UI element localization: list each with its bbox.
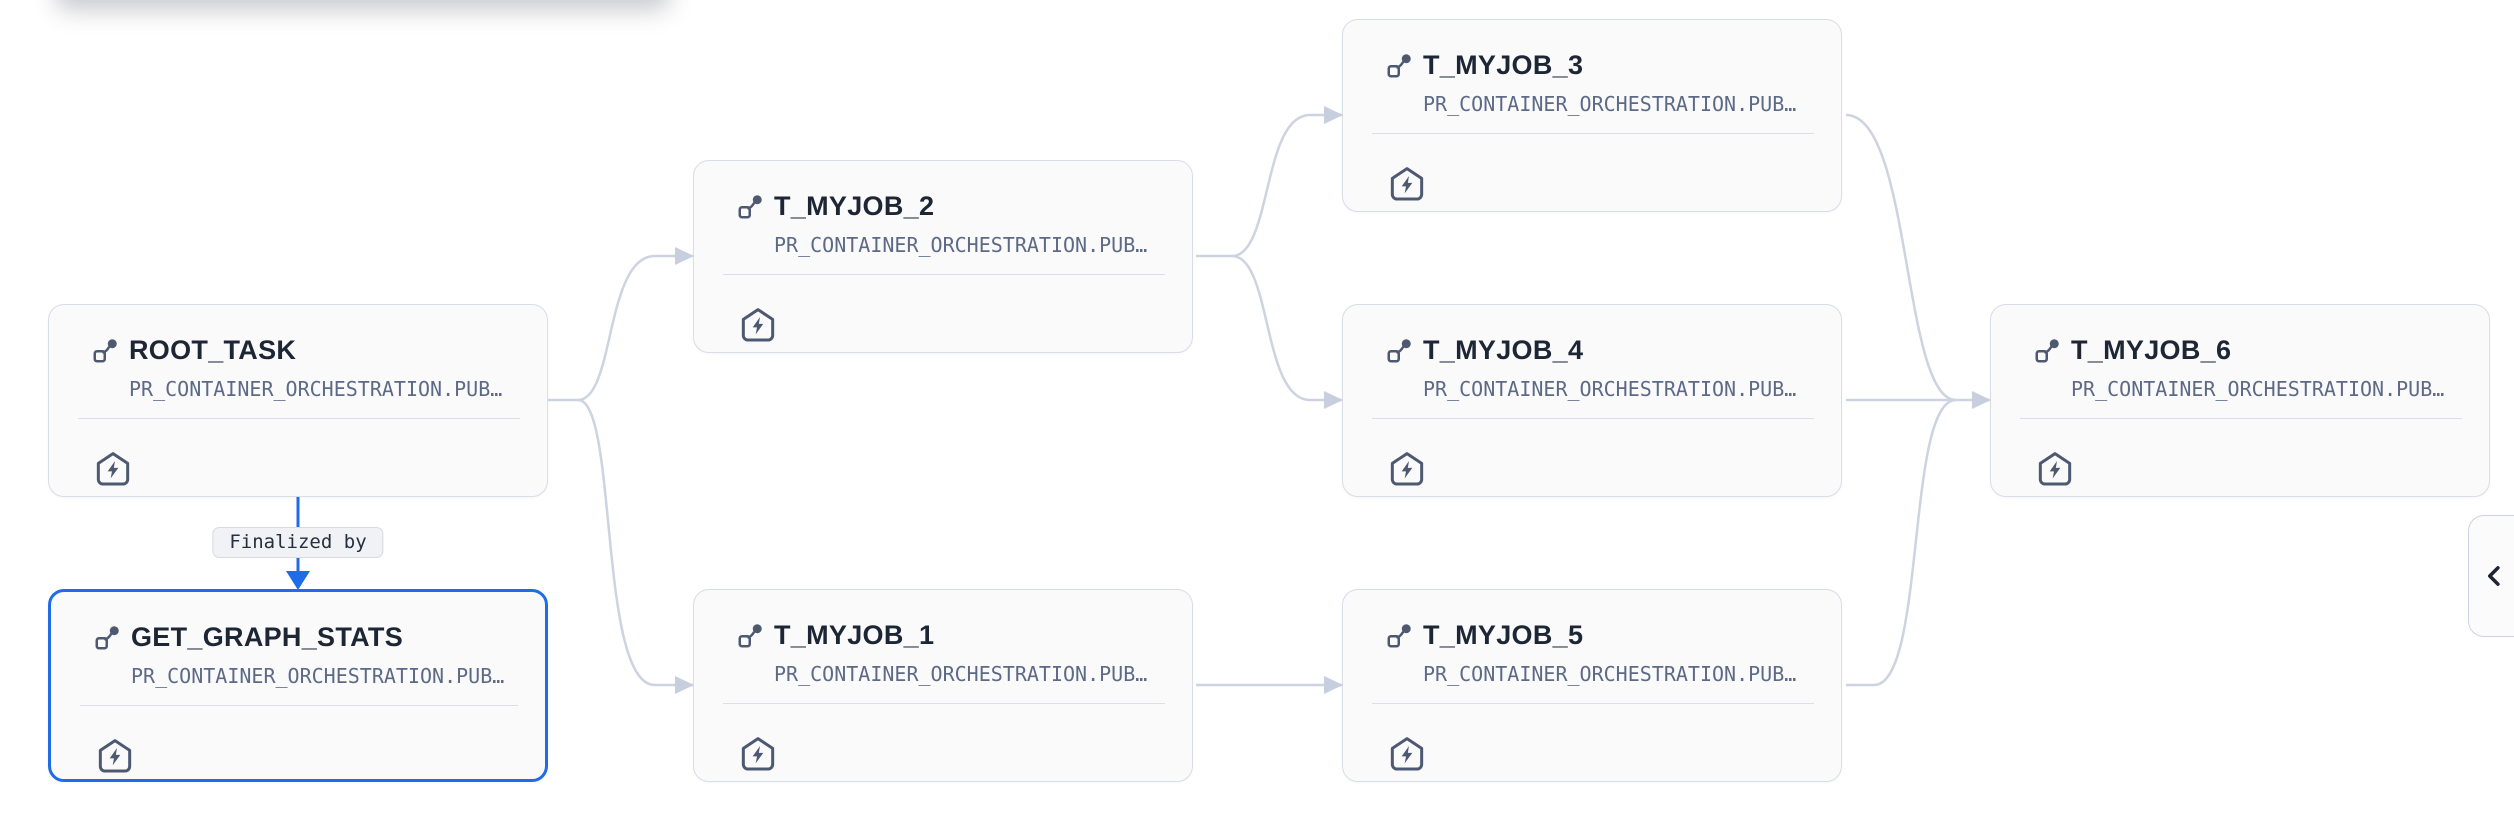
task-title: T_MYJOB_5 [1423,620,1584,650]
card-divider [723,274,1165,275]
task-node-get-graph-stats[interactable]: GET_GRAPH_STATS PR_CONTAINER_ORCHESTRATI… [48,589,548,782]
card-divider [78,418,520,419]
task-icon [736,620,766,650]
task-schema-path: PR_CONTAINER_ORCHESTRATION.PUB… [1423,662,1797,686]
chevron-left-icon [2488,566,2500,586]
task-icon [736,191,766,221]
task-node-t-myjob-6[interactable]: T_MYJOB_6 PR_CONTAINER_ORCHESTRATION.PUB… [1990,304,2490,497]
serverless-task-icon [93,449,133,489]
task-title: ROOT_TASK [129,335,297,365]
task-icon [91,335,121,365]
task-schema-path: PR_CONTAINER_ORCHESTRATION.PUB… [1423,377,1797,401]
task-node-t-myjob-5[interactable]: T_MYJOB_5 PR_CONTAINER_ORCHESTRATION.PUB… [1342,589,1842,782]
serverless-task-icon [2035,449,2075,489]
task-schema-path: PR_CONTAINER_ORCHESTRATION.PUB… [774,233,1148,257]
task-title: T_MYJOB_4 [1423,335,1584,365]
task-schema-path: PR_CONTAINER_ORCHESTRATION.PUB… [131,664,505,688]
task-icon [1385,335,1415,365]
task-title: T_MYJOB_2 [774,191,935,221]
serverless-task-icon [95,736,135,776]
task-schema-path: PR_CONTAINER_ORCHESTRATION.PUB… [774,662,1148,686]
card-divider [80,705,518,706]
task-icon [93,622,123,652]
task-schema-path: PR_CONTAINER_ORCHESTRATION.PUB… [1423,92,1797,116]
task-title: T_MYJOB_1 [774,620,935,650]
card-divider [723,703,1165,704]
finalized-by-label: Finalized by [212,527,384,558]
task-node-root-task[interactable]: ROOT_TASK PR_CONTAINER_ORCHESTRATION.PUB… [48,304,548,497]
card-divider [1372,133,1814,134]
task-schema-path: PR_CONTAINER_ORCHESTRATION.PUB… [129,377,503,401]
task-title: T_MYJOB_6 [2071,335,2232,365]
task-title: T_MYJOB_3 [1423,50,1584,80]
finalized-by-arrowhead [286,571,310,590]
task-node-t-myjob-1[interactable]: T_MYJOB_1 PR_CONTAINER_ORCHESTRATION.PUB… [693,589,1193,782]
expand-panel-button[interactable] [2468,515,2514,637]
task-title: GET_GRAPH_STATS [131,622,404,652]
task-node-t-myjob-2[interactable]: T_MYJOB_2 PR_CONTAINER_ORCHESTRATION.PUB… [693,160,1193,353]
serverless-task-icon [1387,164,1427,204]
task-icon [1385,620,1415,650]
task-icon [1385,50,1415,80]
task-icon [2033,335,2063,365]
edge-job5-to-job6 [1846,398,1957,687]
task-node-t-myjob-4[interactable]: T_MYJOB_4 PR_CONTAINER_ORCHESTRATION.PUB… [1342,304,1842,497]
card-divider [2020,418,2462,419]
edge-job3-to-job6 [1845,113,1957,402]
edge-job2-to-job4 [1231,254,1343,409]
card-divider [1372,703,1814,704]
edge-job2-to-job3 [1231,106,1343,258]
task-node-t-myjob-3[interactable]: T_MYJOB_3 PR_CONTAINER_ORCHESTRATION.PUB… [1342,19,1842,212]
card-divider [1372,418,1814,419]
task-schema-path: PR_CONTAINER_ORCHESTRATION.PUB… [2071,377,2445,401]
serverless-task-icon [738,734,778,774]
serverless-task-icon [738,305,778,345]
edge-root-to-job1 [577,398,694,694]
serverless-task-icon [1387,449,1427,489]
serverless-task-icon [1387,734,1427,774]
edge-root-to-job2 [577,247,694,402]
